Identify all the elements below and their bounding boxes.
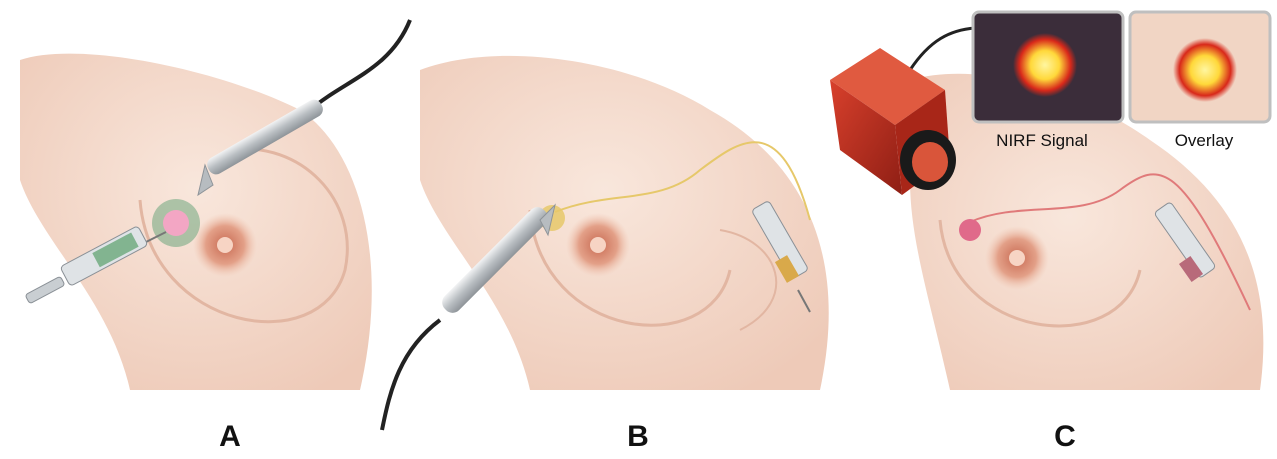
panel-b-illustration [380, 0, 860, 459]
panel-label-c: C [1045, 420, 1085, 454]
panel-c [820, 0, 1277, 459]
overlay-caption: Overlay [1124, 131, 1277, 151]
nirf-signal-thumbnail [973, 12, 1123, 122]
overlay-thumbnail [1130, 12, 1270, 122]
panel-a [0, 0, 420, 459]
nipple-c [1009, 250, 1025, 266]
panel-label-b: B [618, 420, 658, 454]
tumor-a [163, 210, 189, 236]
panel-c-illustration [820, 0, 1277, 459]
nipple-b [590, 237, 606, 253]
sentinel-node-c [959, 219, 981, 241]
camera-cable [910, 28, 975, 70]
panel-b [380, 0, 860, 459]
nipple-a [217, 237, 233, 253]
panel-a-illustration [0, 0, 420, 459]
nirf-camera [830, 48, 956, 195]
panel-label-a: A [210, 420, 250, 454]
nirf-signal-caption: NIRF Signal [962, 131, 1122, 151]
